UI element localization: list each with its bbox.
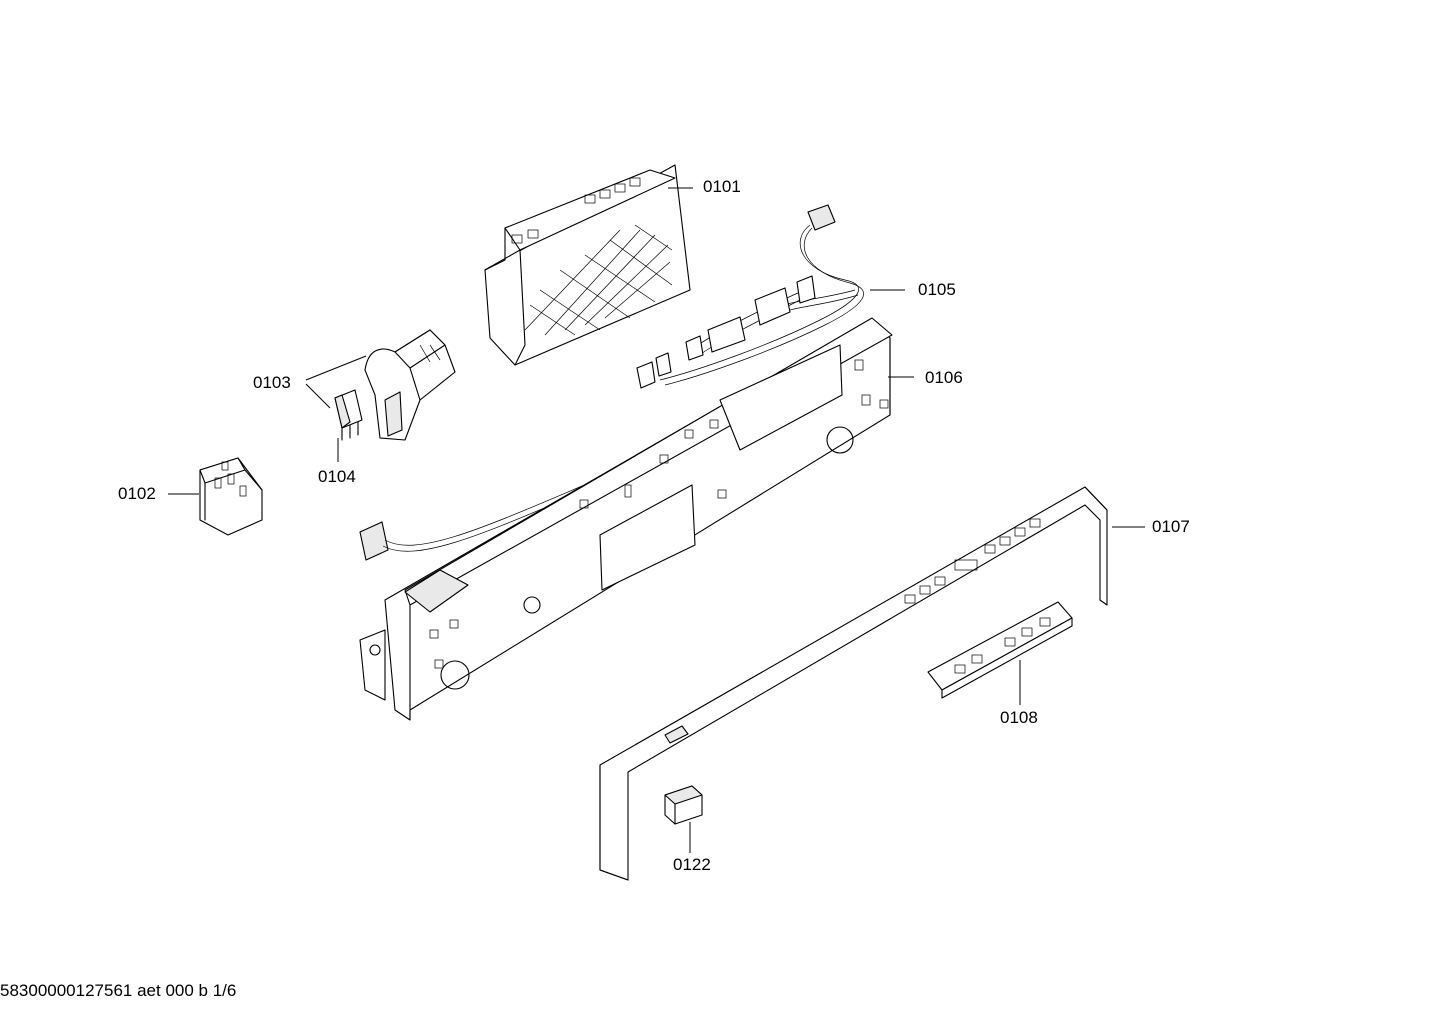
label-part-0106: 0106 bbox=[925, 368, 963, 387]
footer-document-code: 58300000127561 aet 000 b 1/6 bbox=[0, 981, 237, 1000]
label-part-0104: 0104 bbox=[318, 467, 356, 486]
label-part-0107: 0107 bbox=[1152, 517, 1190, 536]
part-0107-fascia bbox=[599, 486, 1145, 881]
label-part-0101: 0101 bbox=[703, 177, 741, 196]
part-0122-cap bbox=[664, 785, 703, 853]
part-0104-relay bbox=[334, 389, 363, 462]
label-part-0103: 0103 bbox=[253, 373, 291, 392]
part-0102-terminal-block bbox=[168, 457, 263, 536]
part-0103-switch bbox=[305, 329, 456, 441]
label-part-0102: 0102 bbox=[118, 484, 156, 503]
part-0101-module bbox=[484, 164, 693, 366]
part-0108-button-bar bbox=[927, 601, 1073, 705]
part-0105-harness bbox=[359, 204, 905, 561]
part-0106-panel-frame bbox=[359, 317, 914, 721]
label-part-0122: 0122 bbox=[673, 855, 711, 874]
label-part-0105: 0105 bbox=[918, 280, 956, 299]
label-part-0108: 0108 bbox=[1000, 708, 1038, 727]
